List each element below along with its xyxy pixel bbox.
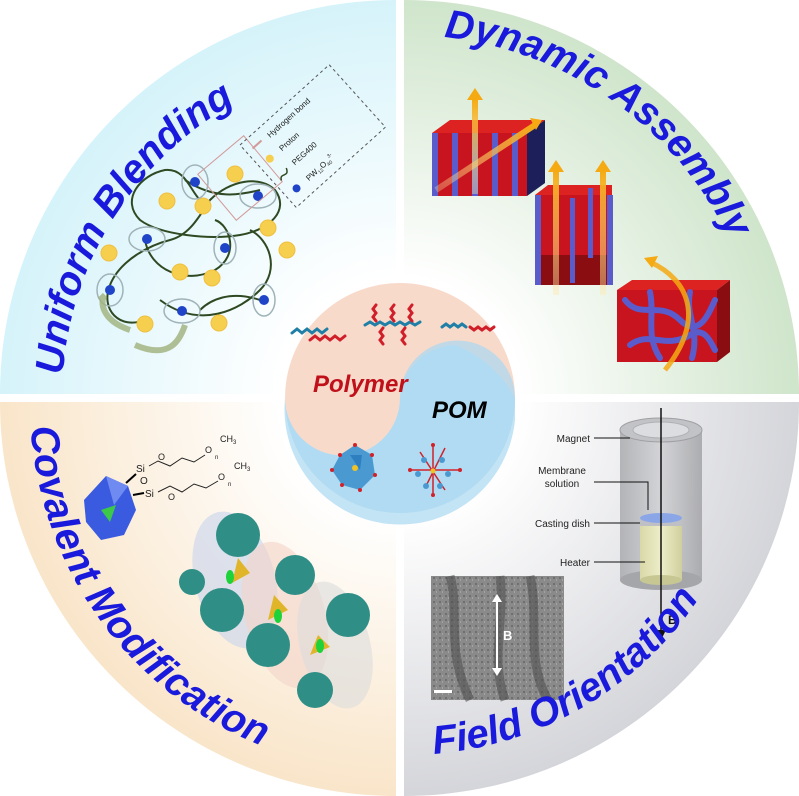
field-orientation-illustration: B Magnet Membrane solution Casting dish … — [431, 408, 703, 703]
label-casting-dish: Casting dish — [535, 519, 590, 530]
proton-icon — [194, 197, 212, 215]
proton-icon — [278, 241, 296, 259]
ch3-label-1: CH3 — [220, 434, 237, 446]
scale-bar — [434, 690, 452, 693]
pom-cluster-icon — [259, 295, 269, 305]
o-label-1: O — [158, 452, 165, 462]
polymer-chain-icons — [290, 303, 496, 346]
pom-cluster-icon — [220, 243, 230, 253]
uniform-blending-network — [96, 135, 296, 354]
hydrogen-bond-icon — [251, 139, 263, 150]
pom-cluster-icon — [105, 285, 115, 295]
covalent-modification-illustration: Si O Si O O n CH3 O O n CH3 — [84, 434, 373, 709]
proton-icon — [226, 165, 244, 183]
cycle-arrow-icon — [97, 292, 188, 354]
center-label-pom: POM — [432, 397, 488, 424]
proton-icon — [158, 192, 176, 210]
o-label-4: O — [218, 472, 225, 482]
o-label-bridge: O — [140, 476, 148, 487]
center-label-polymer: Polymer — [313, 371, 409, 398]
proton-icon — [171, 263, 189, 281]
pom-keggin-cluster-icon — [330, 443, 377, 492]
pom-ball-stick-cluster-icon — [408, 443, 462, 497]
pom-cluster-icon — [253, 191, 263, 201]
proton-icon — [259, 219, 277, 237]
peg-chain-icon — [280, 167, 288, 181]
proton-icon — [100, 244, 118, 262]
si-label-1: Si — [136, 464, 145, 475]
label-solution: solution — [545, 479, 579, 490]
proton-icon — [136, 315, 154, 333]
proton-legend-icon — [265, 154, 274, 163]
lamellar-block — [432, 88, 545, 196]
pom-cluster-icon — [190, 177, 200, 187]
n-label-2: n — [228, 482, 231, 488]
pom-cluster-icon — [142, 234, 152, 244]
pom-legend-icon — [292, 184, 301, 193]
center-polymer-pom-circle: Polymer POM — [281, 279, 519, 525]
n-label-1: n — [215, 455, 218, 461]
label-membrane: Membrane — [538, 466, 586, 477]
crystal-structure-illustration — [179, 511, 373, 709]
ch3-label-2: CH3 — [234, 461, 251, 473]
gyroid-block — [617, 256, 730, 372]
tem-micrograph: B — [431, 574, 564, 703]
label-heater: Heater — [560, 558, 591, 569]
cylinder-block — [535, 160, 613, 295]
o-label-2: O — [205, 445, 212, 455]
o-label-3: O — [168, 492, 175, 502]
proton-icon — [210, 314, 228, 332]
magnetic-field-arrow-icon — [656, 630, 666, 640]
si-label-2: Si — [145, 489, 154, 500]
tem-field-label-b: B — [503, 628, 512, 643]
label-magnet: Magnet — [557, 434, 591, 445]
pom-cluster-icon — [177, 306, 187, 316]
proton-icon — [203, 269, 221, 287]
dynamic-assembly-illustration — [432, 88, 730, 372]
polyoxometalate-cluster-icon — [84, 476, 136, 540]
field-label-b: B — [668, 613, 677, 627]
